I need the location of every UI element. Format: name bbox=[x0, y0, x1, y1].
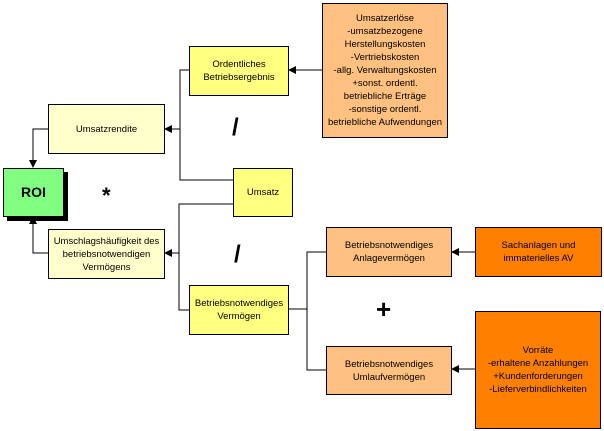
umlaufvermoegen-box: Betriebsnotwendiges Umlaufvermögen bbox=[326, 346, 452, 395]
multiply-operator: * bbox=[102, 183, 111, 208]
plus-operator: + bbox=[376, 294, 392, 324]
sachanlagen-box: Sachanlagen und immaterielles AV bbox=[475, 227, 602, 277]
umsatzrendite-box: Umsatzrendite bbox=[48, 104, 165, 154]
umschlagshaeufigkeit-box: Umschlagshäufigkeit des betriebsnotwendi… bbox=[48, 229, 165, 279]
divide-operator-bottom: / bbox=[234, 241, 241, 268]
vermoegen-bracket bbox=[288, 251, 326, 371]
anlagevermoegen-box: Betriebsnotwendiges Anlagevermögen bbox=[326, 227, 452, 277]
ergebnis-umsatz-bracket bbox=[179, 69, 233, 181]
umsatz-box: Umsatz bbox=[233, 168, 293, 217]
betriebsergebnis-details-box: Umsatzerlöse -umsatzbezogene Herstellung… bbox=[322, 3, 448, 138]
divide-operator-top: / bbox=[232, 114, 239, 141]
umsatzrendite-to-roi-arrow bbox=[29, 128, 48, 168]
ordentliches-betriebsergebnis-box: Ordentliches Betriebsergebnis bbox=[189, 46, 289, 96]
vorraete-box: Vorräte -erhaltene Anzahlungen +Kundenfo… bbox=[475, 311, 601, 429]
umsatz-vermoegen-bracket bbox=[178, 203, 233, 311]
betriebsnotwendiges-vermoegen-box: Betriebsnotwendiges Vermögen bbox=[189, 285, 289, 335]
umschlag-to-roi-arrow bbox=[29, 216, 48, 254]
roi-box: ROI bbox=[3, 168, 64, 217]
